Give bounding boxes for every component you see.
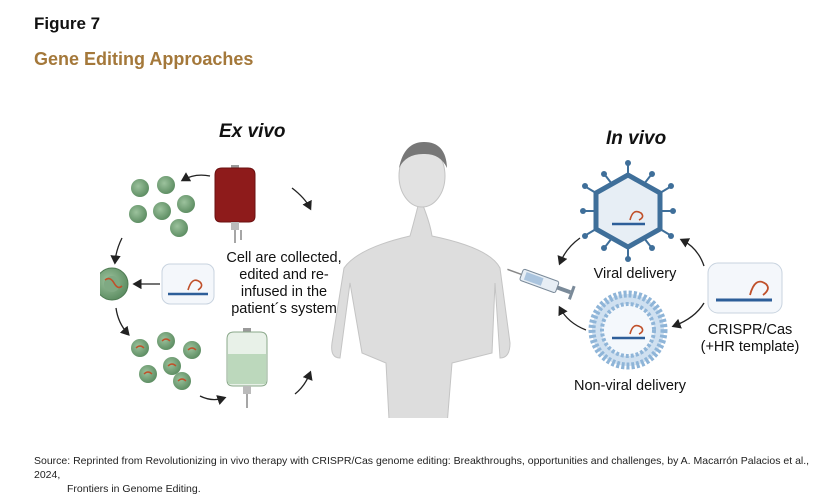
source-line-1: Source: Reprinted from Revolutionizing i… xyxy=(34,455,810,481)
non-viral-delivery-label: Non-viral delivery xyxy=(573,378,686,394)
ex-vivo-note-line-3: infused in the xyxy=(240,284,328,300)
iv-bag-icon xyxy=(226,328,268,408)
blood-bag-icon xyxy=(214,165,256,243)
figure-label: Figure 7 xyxy=(34,14,101,33)
ex-vivo-heading: Ex vivo xyxy=(219,121,286,142)
ex-vivo-note-line-2: edited and re- xyxy=(239,267,329,283)
ex-vivo-cycle-arrows xyxy=(110,172,313,405)
syringe-icon xyxy=(507,268,576,300)
ex-vivo-note-line-1: Cell are collected, xyxy=(226,250,342,266)
crispr-cas-label-line-2: (+HR template) xyxy=(700,339,800,355)
in-vivo-arrows xyxy=(557,237,705,331)
figure-title: Gene Editing Approaches xyxy=(34,49,254,69)
cell-cluster-collected xyxy=(129,176,195,237)
virus-icon xyxy=(580,160,676,262)
viral-delivery-label: Viral delivery xyxy=(593,266,677,282)
crispr-cas-label: CRISPR/Cas (+HR template) xyxy=(690,322,810,356)
ex-vivo-note-line-4: patient´s system xyxy=(231,301,337,317)
source-line-2: Frontiers in Genome Editing. xyxy=(67,483,201,495)
gene-editing-illustration xyxy=(100,142,783,418)
lipid-nanoparticle-icon xyxy=(588,290,668,370)
crispr-cas-label-line-1: CRISPR/Cas xyxy=(707,322,793,338)
source-citation: Source: Reprinted from Revolutionizing i… xyxy=(34,454,824,496)
in-vivo-heading: In vivo xyxy=(606,128,667,149)
cell-cluster-edited xyxy=(131,332,201,390)
crispr-cas-small-icon xyxy=(161,263,215,305)
cell-icon xyxy=(100,267,129,301)
human-body-icon xyxy=(331,142,511,418)
crispr-cas-icon xyxy=(707,262,783,314)
ex-vivo-description: Cell are collected, edited and re- infus… xyxy=(222,250,346,318)
